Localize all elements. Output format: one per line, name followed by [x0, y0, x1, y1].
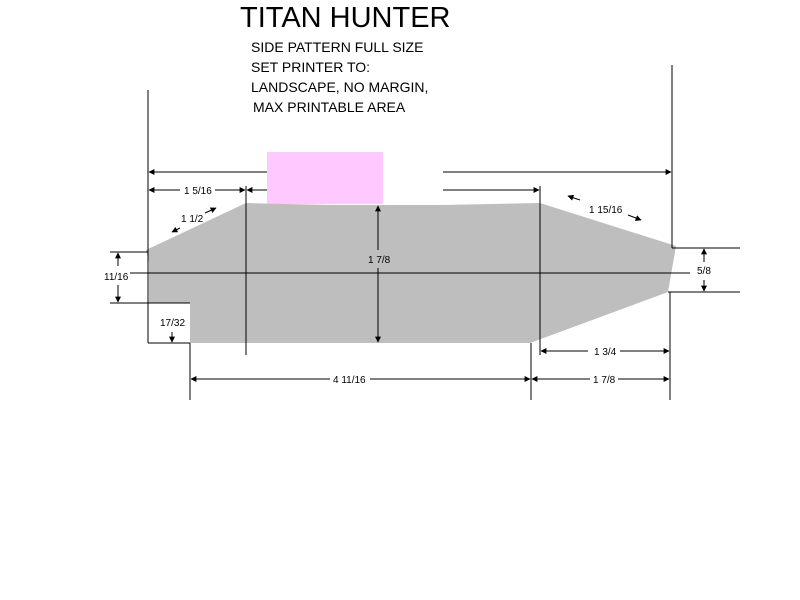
- page-title: TITAN HUNTER: [240, 2, 451, 34]
- dim-label-center-height: 1 7/8: [368, 255, 391, 266]
- dim-label-front-slope-height: 1 1/2: [181, 214, 204, 225]
- print-instructions: SIDE PATTERN FULL SIZE SET PRINTER TO: L…: [251, 37, 428, 117]
- dim-label-rear-slope-length: 1 15/16: [589, 205, 623, 216]
- front-slope-height-arrow-b: [171, 226, 181, 233]
- dim-label-nose-height: 11/16: [104, 272, 129, 283]
- front-slope-height-arrow-a: [204, 207, 217, 214]
- instruction-line: SIDE PATTERN FULL SIZE: [251, 39, 424, 55]
- dim-label-tail-height: 5/8: [697, 266, 711, 277]
- dim-label-rear-taper-length: 1 3/4: [594, 347, 617, 358]
- dim-label-notch-height: 17/32: [160, 318, 185, 329]
- rear-slope-arrow-a: [567, 194, 581, 201]
- cockpit-gap: [383, 165, 443, 203]
- dim-label-rear-section-length: 1 7/8: [593, 375, 616, 386]
- cockpit-shape: [267, 152, 383, 204]
- dim-label-main-body-length: 4 11/16: [333, 375, 366, 386]
- rear-slope-arrow-b: [627, 214, 642, 221]
- dimension-arrows: [115, 169, 707, 382]
- instruction-line: SET PRINTER TO:: [251, 59, 371, 75]
- instruction-line: MAX PRINTABLE AREA: [253, 99, 406, 115]
- instruction-line: LANDSCAPE, NO MARGIN,: [251, 79, 429, 95]
- reference-lines: [110, 65, 740, 400]
- dim-label-front-slope-length: 1 5/16: [184, 186, 212, 197]
